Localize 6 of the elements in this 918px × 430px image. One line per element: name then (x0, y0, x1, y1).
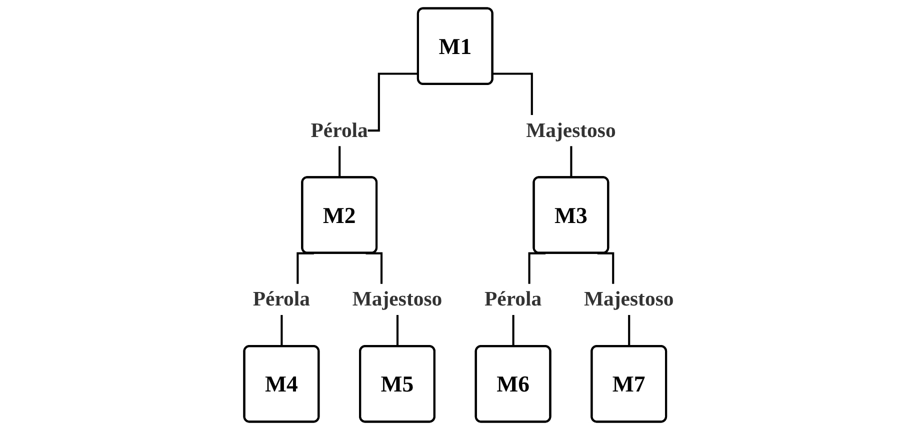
edge-label: Majestoso (584, 288, 674, 311)
edge-label: Pérola (310, 119, 368, 142)
edge-label: Majestoso (526, 119, 616, 142)
edge-label: Pérola (252, 288, 310, 311)
edge-label: Pérola (484, 288, 542, 311)
edge-label: Majestoso (352, 288, 442, 311)
